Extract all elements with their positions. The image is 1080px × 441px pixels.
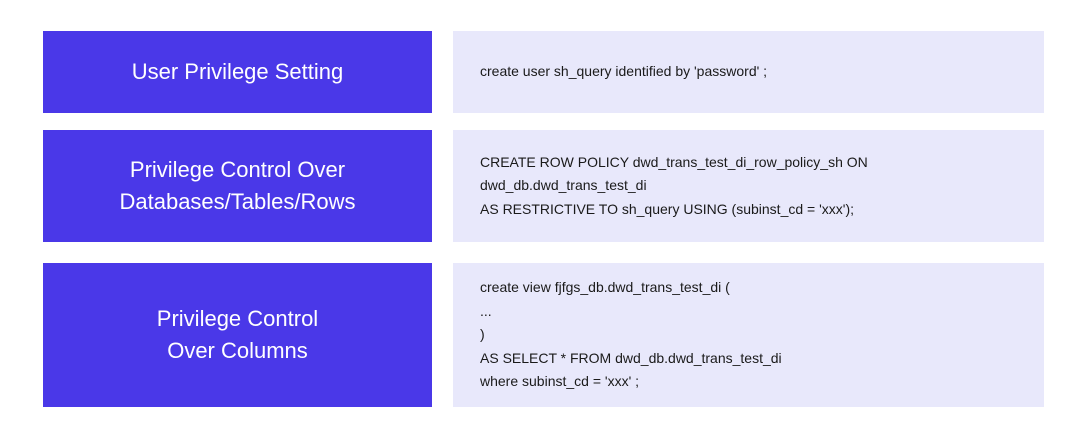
category-label-line: Over Columns [167, 338, 308, 363]
sql-code-line: AS RESTRICTIVE TO sh_query USING (subins… [480, 200, 855, 217]
category-label-box: Privilege Control Over Columns [43, 263, 432, 407]
sql-code-line: ... [480, 302, 492, 319]
category-label-box: User Privilege Setting [43, 31, 432, 113]
sql-code-line: ) [480, 326, 485, 343]
sql-code-line: create view fjfgs_db.dwd_trans_test_di ( [480, 279, 730, 296]
sql-code-line: dwd_db.dwd_trans_test_di [480, 177, 647, 194]
sql-code-box: create user sh_query identified by 'pass… [453, 31, 1044, 113]
sql-code-line: CREATE ROW POLICY dwd_trans_test_di_row_… [480, 153, 868, 170]
category-label-box: Privilege Control Over Databases/Tables/… [43, 130, 432, 242]
category-label-line: Privilege Control [156, 306, 319, 331]
category-label-line: Databases/Tables/Rows [119, 189, 356, 214]
sql-code-box: create view fjfgs_db.dwd_trans_test_di (… [453, 263, 1044, 407]
category-label-line: Privilege Control Over [129, 157, 346, 182]
sql-code-line: create user sh_query identified by 'pass… [480, 63, 768, 80]
sql-code-line: where subinst_cd = 'xxx' ; [480, 373, 640, 390]
sql-code-box: CREATE ROW POLICY dwd_trans_test_di_row_… [453, 130, 1044, 242]
sql-code-line: AS SELECT * FROM dwd_db.dwd_trans_test_d… [480, 349, 782, 366]
category-label-line: User Privilege Setting [131, 59, 344, 84]
